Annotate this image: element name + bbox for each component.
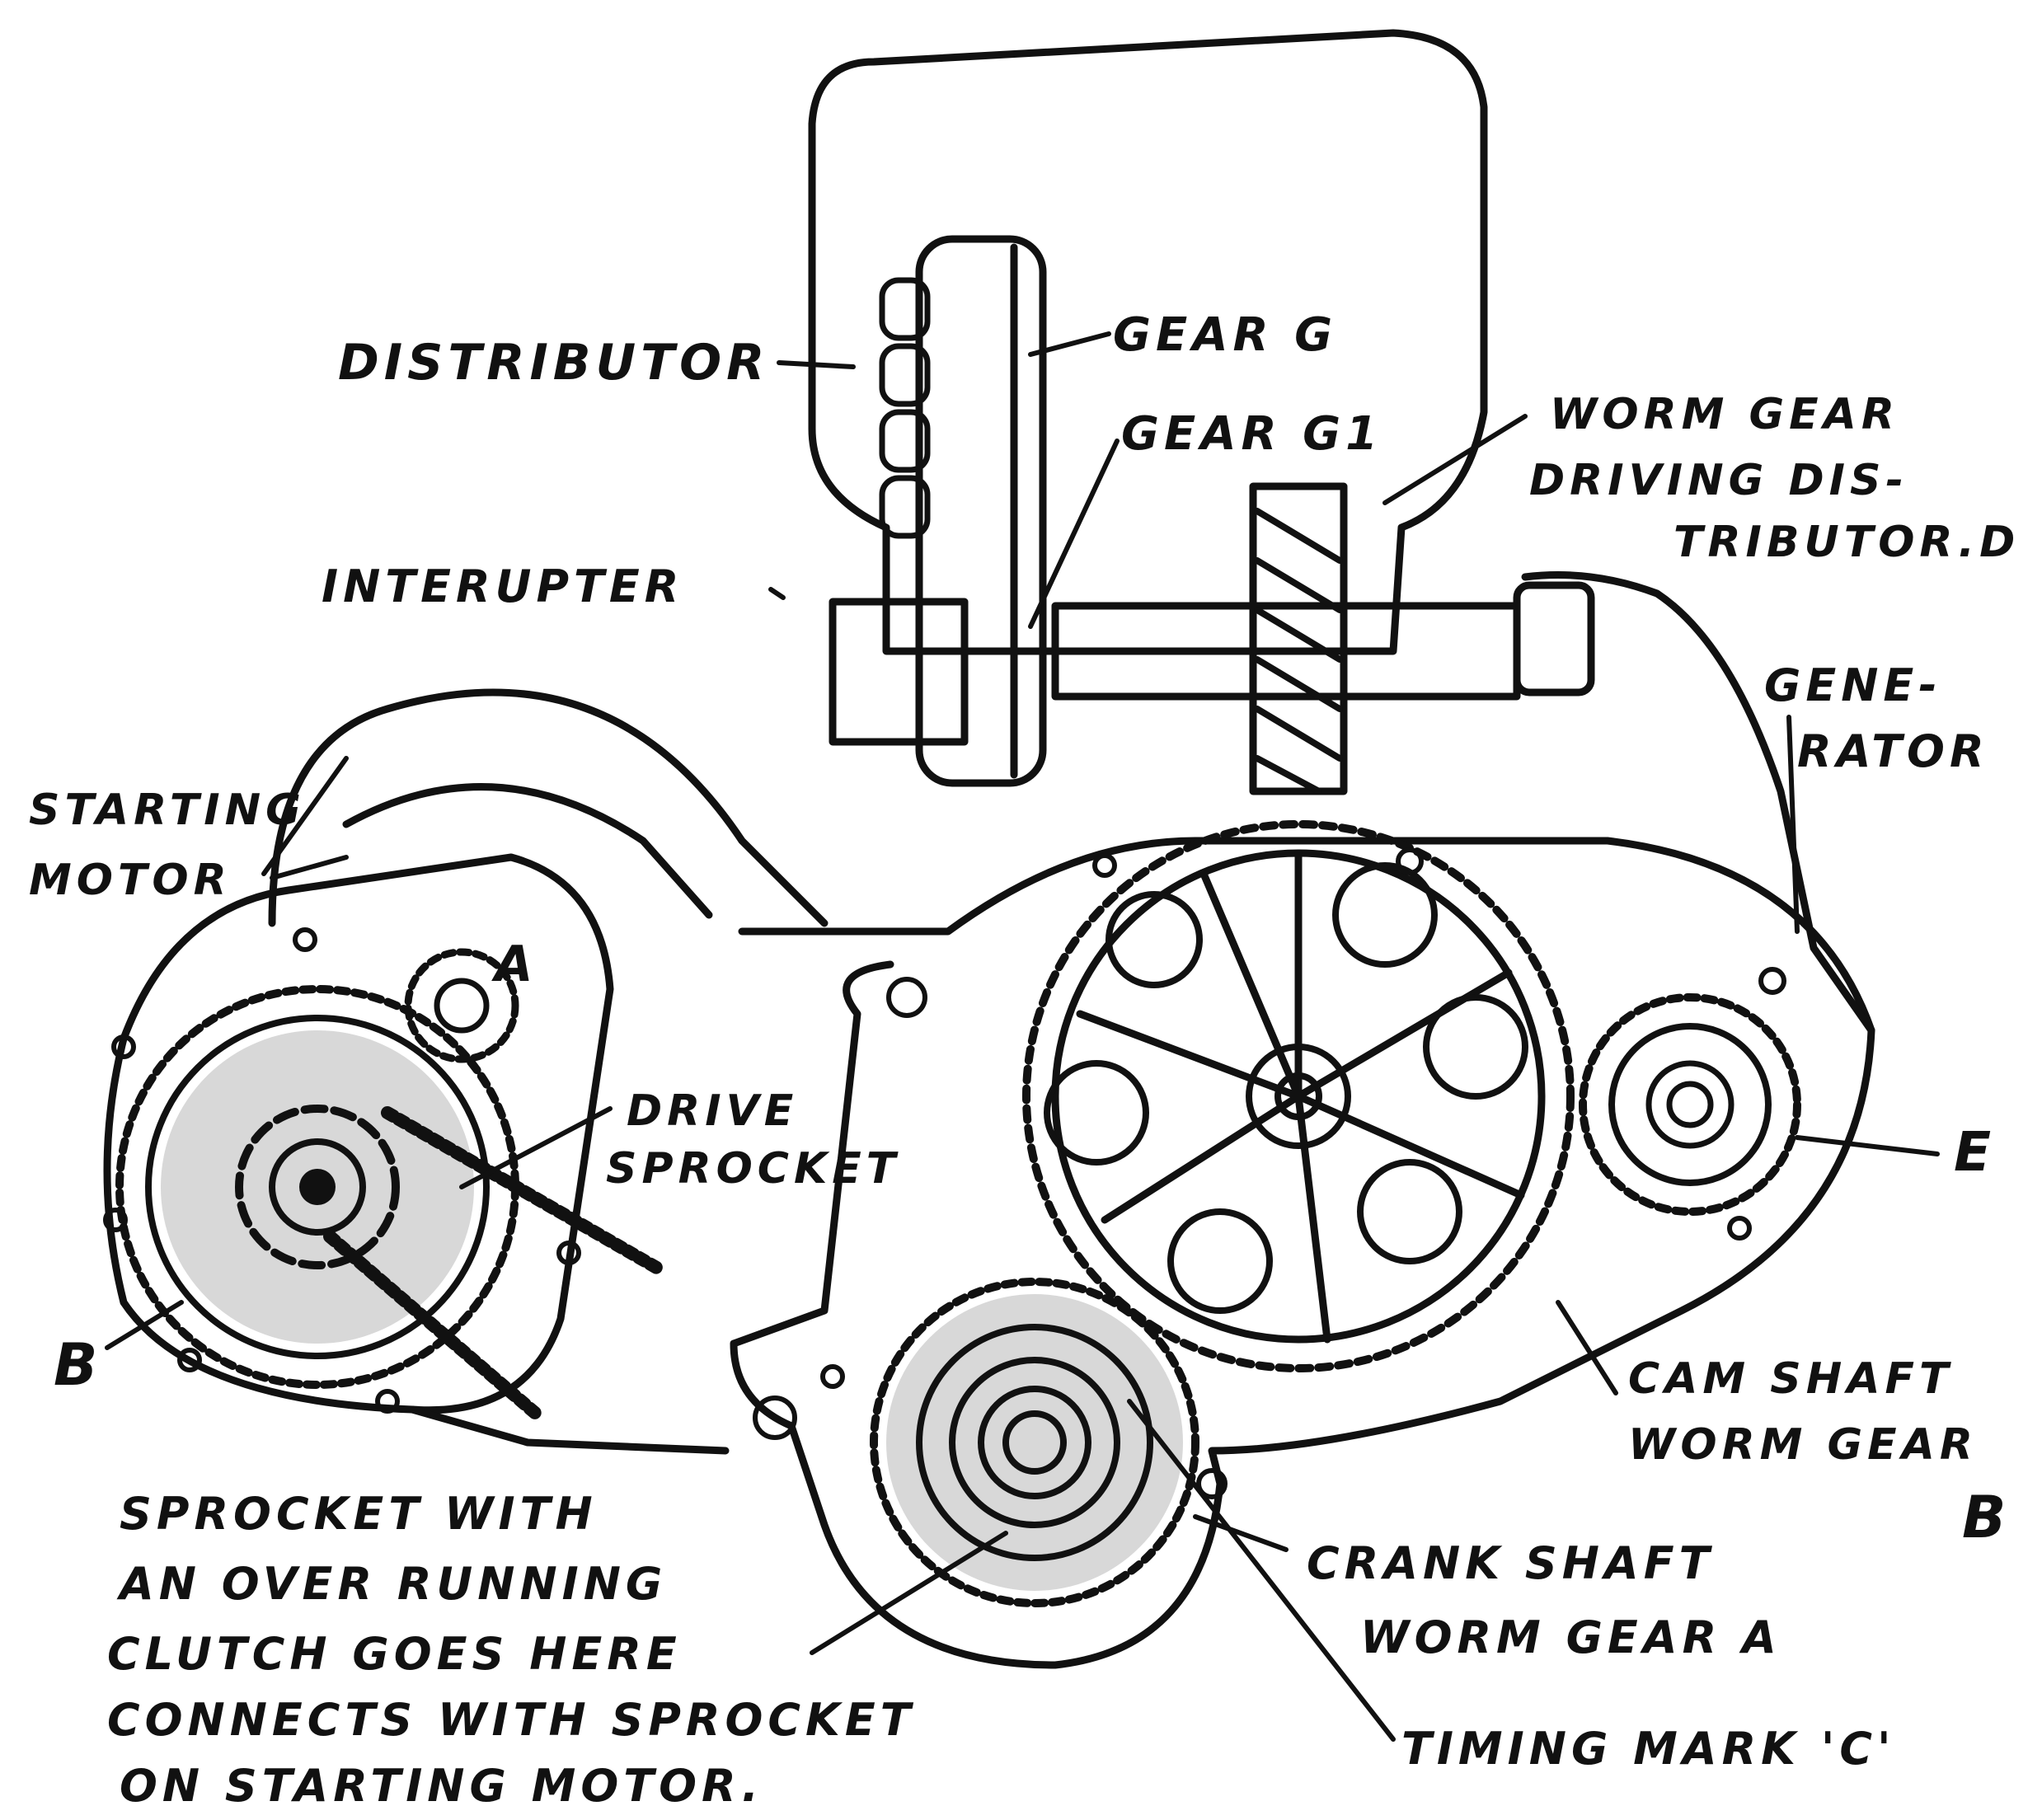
generator-label-line1: GENE- <box>1764 659 1942 711</box>
note-line5: ON STARTING MOTOR. <box>120 1760 763 1812</box>
starting-motor-label-line1: STARTING <box>29 786 306 835</box>
text-labels: DISTRIBUTOR GEAR G GEAR G1 WORM GEAR DRI… <box>29 308 2020 1812</box>
distributor-label: DISTRIBUTOR <box>338 334 769 392</box>
gear-a-marker: A <box>491 936 537 993</box>
gear-case-outline <box>730 837 1875 1669</box>
drive-chain <box>323 1106 666 1420</box>
crank-shaft-label-line2: WORM GEAR A <box>1360 1611 1781 1663</box>
note-line3: CLUTCH GOES HERE <box>107 1628 682 1680</box>
note-line2: AN OVER RUNNING <box>116 1558 667 1610</box>
timing-mark-label: TIMING MARK 'C' <box>1401 1723 1896 1775</box>
marker-e: E <box>1954 1120 1996 1184</box>
worm-gear-label-line2: DRIVING DIS- <box>1529 456 1908 505</box>
worm-gear-distributor <box>1249 482 1348 795</box>
note-line4: CONNECTS WITH SPROCKET <box>107 1694 916 1746</box>
cam-shaft-gear <box>1022 820 1575 1372</box>
gear-g1-label: GEAR G1 <box>1121 407 1382 461</box>
starting-motor-housing <box>268 688 829 927</box>
starter-gears <box>115 948 519 1389</box>
starting-motor-label-line2: MOTOR <box>29 856 232 905</box>
cam-shaft-label-line1: CAM SHAFT <box>1628 1354 1953 1404</box>
crank-shaft-gear <box>870 1278 1199 1607</box>
generator-label-line2: RATOR <box>1797 725 1989 777</box>
gear-g-label: GEAR G <box>1113 308 1337 362</box>
drive-sprocket-label-line1: DRIVE <box>627 1086 798 1136</box>
worm-gear-label-line3: TRIBUTOR.D <box>1674 518 2020 567</box>
engine-outline <box>103 29 1875 1669</box>
interrupter-body <box>829 598 969 746</box>
marker-b-left: B <box>54 1331 102 1399</box>
interupter-label: INTERUPTER <box>322 561 683 612</box>
marker-b-right: B <box>1962 1484 2011 1551</box>
leader-lines <box>105 331 1940 1742</box>
worm-gear-label-line1: WORM GEAR <box>1550 390 1899 439</box>
distributor-terminals <box>879 277 931 539</box>
bolt-holes <box>103 847 1786 1499</box>
starter-cover-plate <box>103 853 614 1414</box>
note-line1: SPROCKET WITH <box>120 1488 598 1540</box>
generator-gear-e <box>1579 993 1801 1216</box>
distributor-housing <box>808 29 1488 655</box>
generator-housing <box>1521 571 1875 1034</box>
drive-sprocket-label-line2: SPROCKET <box>606 1144 900 1194</box>
cam-shaft-label-line2: WORM GEAR <box>1628 1420 1978 1470</box>
crank-shaft-label-line1: CRANK SHAFT <box>1307 1537 1714 1589</box>
distributor-disc <box>915 235 1047 787</box>
